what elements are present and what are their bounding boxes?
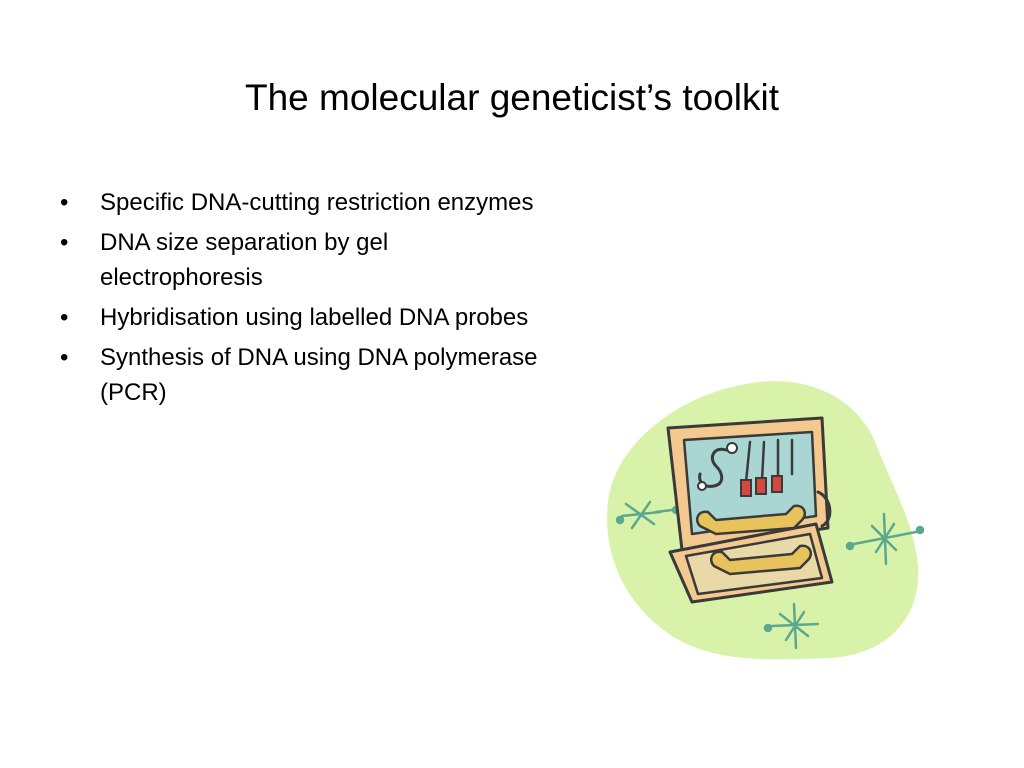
bullet-marker: • [60,189,69,216]
bullet-item: • Specific DNA-cutting restriction enzym… [58,185,538,220]
bullet-marker: • [60,304,69,331]
bullet-text: DNA size separation by gel electrophores… [100,229,389,291]
toolbox-icon [607,381,925,660]
toolbox-base [668,490,834,604]
sparkle-icon [845,512,925,566]
bullet-item: • Synthesis of DNA using DNA polymerase … [58,340,538,410]
bullet-text: Synthesis of DNA using DNA polymerase (P… [100,344,538,406]
bullet-text: Specific DNA-cutting restriction enzymes [100,189,534,216]
slide-title: The molecular geneticist’s toolkit [244,77,779,118]
sparkle-icon [763,602,820,650]
bullet-marker: • [60,344,69,371]
bullet-item: • Hybridisation using labelled DNA probe… [58,300,538,335]
bullet-text: Hybridisation using labelled DNA probes [100,304,529,331]
bullet-list: • Specific DNA-cutting restriction enzym… [58,185,538,415]
wrench-icon [696,504,812,576]
bullet-marker: • [60,229,69,256]
bullet-item: • DNA size separation by gel electrophor… [58,225,538,295]
